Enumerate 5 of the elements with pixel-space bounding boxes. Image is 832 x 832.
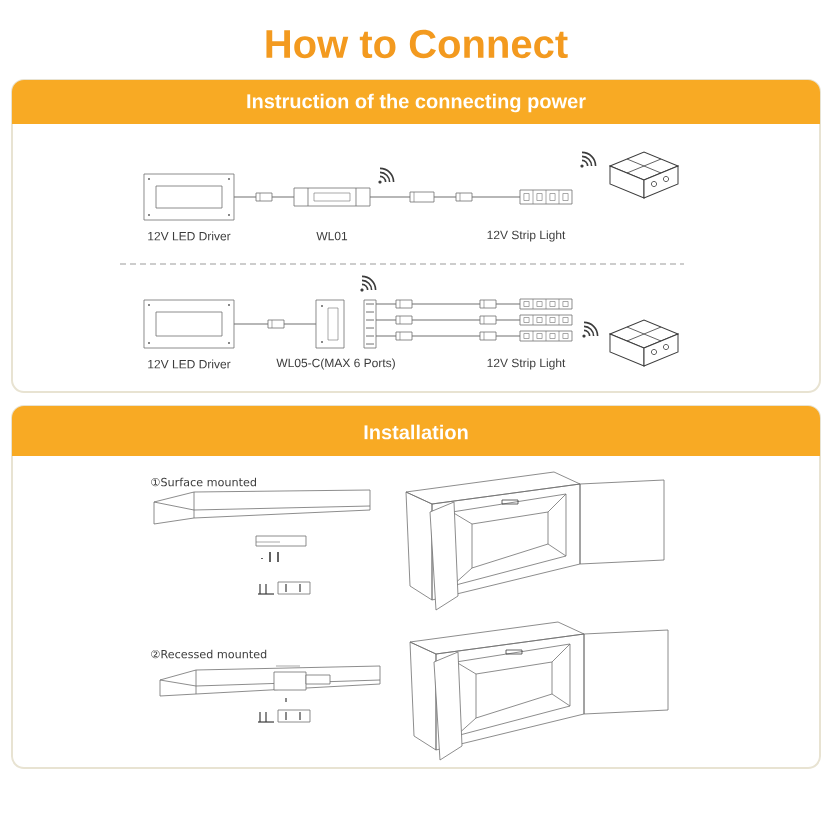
section-header: Installation bbox=[12, 406, 820, 456]
title: How to Connect bbox=[266, 29, 568, 59]
led-strip-drawing bbox=[519, 314, 573, 326]
section-header: Instruction of the connecting power bbox=[12, 80, 820, 124]
led-strip-drawing bbox=[519, 298, 573, 310]
